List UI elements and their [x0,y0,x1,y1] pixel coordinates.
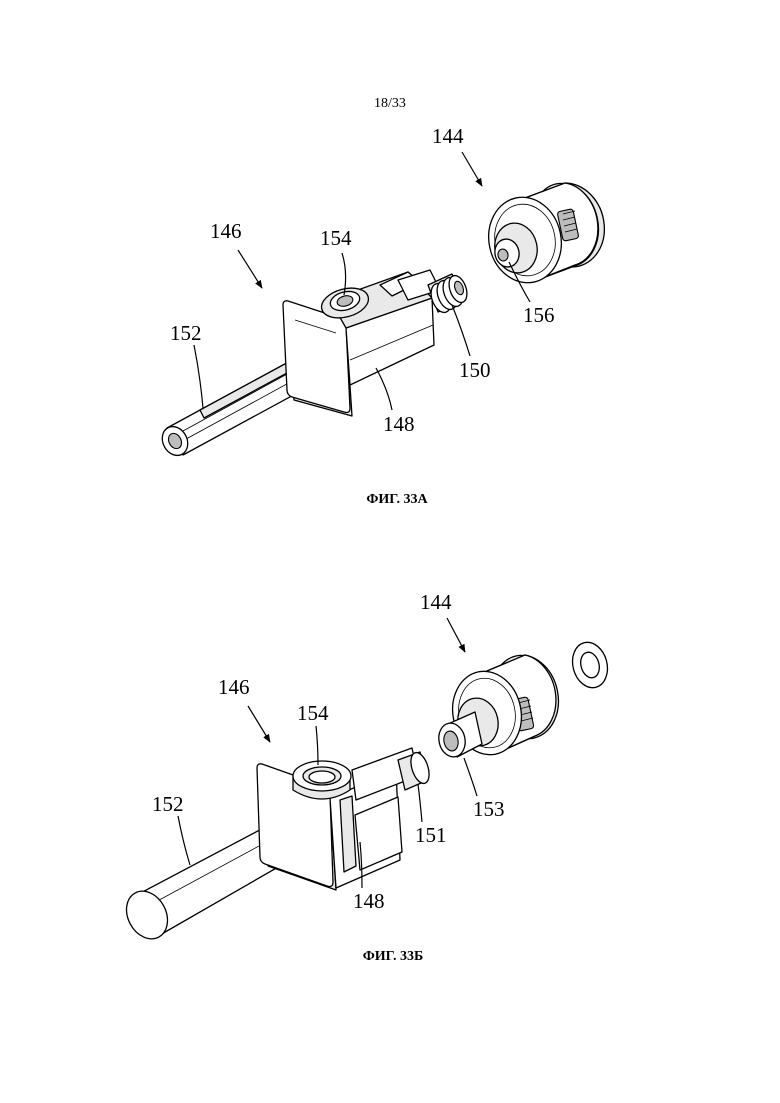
fig33b-leader-151 [418,784,422,822]
fig33b-label-148: 148 [353,889,385,913]
fig33a-label-154: 154 [320,226,352,250]
fig33a-label-156: 156 [523,303,555,327]
fig33a-arrow-146 [238,250,262,288]
fig33b-cap-144 [436,649,566,761]
fig33b-arrow-146 [248,706,270,742]
fig33a-leader-152 [194,345,203,408]
fig33a-label-152: 152 [170,321,202,345]
fig33b-label-152: 152 [152,792,184,816]
figure-33a: 144 146 154 152 156 150 148 ФИГ. 33А [157,124,606,507]
fig33a-caption: ФИГ. 33А [366,492,428,507]
fig33b-label-146: 146 [218,675,250,699]
fig33b-washer [568,638,613,691]
fig33a-label-144: 144 [432,124,464,148]
fig33b-label-144: 144 [420,590,452,614]
fig33a-leader-150 [452,305,470,356]
fig33a-arrow-144 [462,152,482,186]
fig33b-label-151: 151 [415,823,447,847]
fig33a-label-150: 150 [459,358,491,382]
fig33b-leader-153 [464,758,477,796]
fig33b-caption: ФИГ. 33Б [363,949,424,964]
fig33b-label-154: 154 [297,701,329,725]
figure-33b: 144 146 154 152 153 151 148 ФИГ. 33Б [118,590,612,964]
page-number: 18/33 [374,96,406,111]
fig33a-label-146: 146 [210,219,242,243]
fig33b-leader-152 [178,816,190,865]
fig33b-leader-154 [316,726,318,765]
fig33a-label-148: 148 [383,412,415,436]
fig33a-leader-148 [376,368,392,410]
fig33b-arrow-144 [447,618,465,652]
fig33b-label-153: 153 [473,797,505,821]
fig33a-cap-144 [481,177,606,289]
